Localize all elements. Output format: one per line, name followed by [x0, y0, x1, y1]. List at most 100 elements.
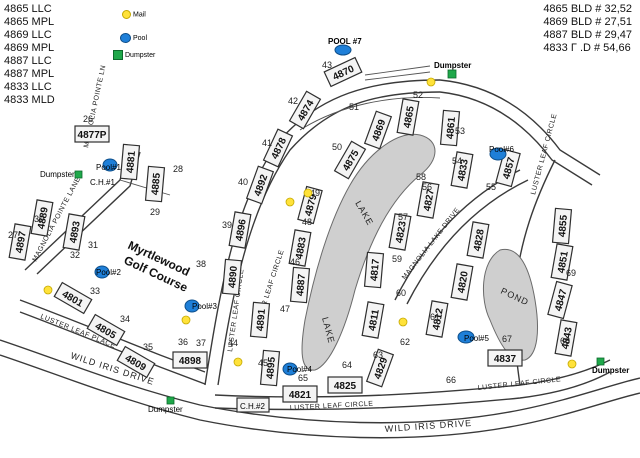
building-outline [439, 109, 461, 147]
building-4895[interactable]: 4895 [259, 349, 281, 387]
mailbox-marker [303, 188, 313, 198]
building-4833[interactable]: 4833 [450, 151, 474, 189]
building-4870[interactable]: 4870 [323, 56, 363, 88]
pool-2[interactable]: Pool#2 [94, 265, 121, 279]
building-4857[interactable]: 4857 [495, 148, 521, 188]
building-outline [74, 125, 110, 143]
building-outline [53, 281, 93, 315]
building-4879[interactable]: 4879 [297, 185, 323, 225]
clubhouse-2-building [236, 397, 270, 413]
building-outline [550, 243, 574, 281]
dumpster-2-label: Dumpster [434, 61, 471, 70]
pool-6[interactable]: Pool#6 [489, 145, 514, 161]
building-outline [262, 128, 294, 168]
building-number: 4890 [227, 265, 240, 289]
lot-number-35: 35 [143, 342, 153, 352]
pool-4-label: Pool#4 [287, 365, 312, 374]
building-4823[interactable]: 4823 [388, 213, 412, 251]
key-dumpster-label: Dumpster [125, 51, 156, 59]
building-4811[interactable]: 4811 [361, 301, 385, 339]
pool-3[interactable]: Pool#3 [184, 299, 217, 313]
building-outline [388, 213, 412, 251]
building-4891[interactable]: 4891 [249, 301, 271, 339]
pool-5[interactable]: Pool#5 [457, 330, 489, 344]
building-4861[interactable]: 4861 [439, 109, 461, 147]
building-outline [363, 251, 385, 289]
building-number: 4896 [234, 218, 249, 242]
building-4877P[interactable]: 4877P [74, 125, 110, 143]
pool-1[interactable]: Pool#1 [96, 158, 121, 172]
buildings: 4870487448784892489648904898489148954821… [8, 56, 578, 403]
lot-number-58: 58 [416, 172, 426, 182]
building-outline [282, 385, 318, 403]
lot-number-34: 34 [120, 314, 130, 324]
building-4843[interactable]: 4843 [554, 319, 578, 357]
building-number: 4885 [150, 172, 163, 196]
building-number: 4865 [402, 105, 417, 129]
building-outline [425, 300, 449, 338]
building-number: 4881 [125, 150, 138, 174]
building-outline [172, 351, 208, 369]
building-4805[interactable]: 4805 [86, 313, 126, 347]
building-4881[interactable]: 4881 [119, 143, 141, 181]
building-4889[interactable]: 4889 [30, 199, 54, 237]
building-4883[interactable]: 4883 [288, 229, 312, 267]
pool-2-label: Pool#2 [96, 268, 121, 277]
building-4828[interactable]: 4828 [466, 221, 490, 259]
legend-left-item: 4833 MLD [4, 94, 55, 106]
building-outline [62, 213, 86, 251]
pool-5-marker[interactable] [457, 330, 475, 344]
building-4885[interactable]: 4885 [144, 165, 166, 203]
pool-4-marker[interactable] [282, 362, 298, 376]
lot-number-33: 33 [90, 286, 100, 296]
pool-1-marker[interactable] [102, 158, 118, 172]
building-4890[interactable]: 4890 [221, 258, 243, 296]
building-4820[interactable]: 4820 [450, 263, 474, 301]
pool-7-marker[interactable] [334, 44, 352, 56]
pool-3-marker[interactable] [184, 299, 200, 313]
legend-right-item: 4869 BLD # 27,51 [543, 16, 632, 28]
building-4855[interactable]: 4855 [551, 207, 573, 245]
lot-number-64: 64 [342, 360, 352, 370]
building-4851[interactable]: 4851 [550, 243, 574, 281]
building-4817[interactable]: 4817 [363, 251, 385, 289]
pool-6-marker[interactable] [489, 147, 507, 161]
pool-7[interactable]: POOL #7 [328, 37, 362, 56]
lot-number-36: 36 [178, 337, 188, 347]
lot-number-49: 49 [310, 188, 320, 198]
building-4865[interactable]: 4865 [396, 98, 420, 136]
building-4878[interactable]: 4878 [262, 128, 294, 168]
building-4847[interactable]: 4847 [547, 280, 573, 320]
building-4893[interactable]: 4893 [62, 213, 86, 251]
building-4829[interactable]: 4829 [365, 348, 395, 388]
building-4887[interactable]: 4887 [289, 266, 311, 304]
building-outline [245, 165, 275, 205]
legend-left-item: 4887 LLC [4, 55, 52, 67]
building-outline [116, 345, 156, 379]
building-4869[interactable]: 4869 [363, 110, 393, 150]
building-4821[interactable]: 4821 [282, 385, 318, 403]
pool-4[interactable]: Pool#4 [282, 362, 312, 376]
pool-7-label: POOL #7 [328, 37, 362, 46]
building-4897[interactable]: 4897 [8, 223, 32, 261]
key-dumpster: Dumpster [113, 50, 155, 60]
building-4801[interactable]: 4801 [53, 281, 93, 315]
building-4892[interactable]: 4892 [245, 165, 275, 205]
lot-number-68: 68 [560, 336, 570, 346]
building-4898[interactable]: 4898 [172, 351, 208, 369]
clubhouse-2: C.H.#2 [236, 397, 270, 413]
building-4837[interactable]: 4837 [487, 349, 523, 367]
building-number: 4833 [456, 158, 471, 182]
building-number: 4811 [367, 308, 382, 332]
lot-number-52: 52 [413, 90, 423, 100]
dumpster-4: Dumpster [592, 357, 629, 375]
key-pool: Pool [120, 33, 147, 43]
lot-number-28: 28 [173, 164, 183, 174]
building-number: 4893 [68, 220, 83, 244]
building-4827[interactable]: 4827 [416, 181, 440, 219]
building-4812[interactable]: 4812 [425, 300, 449, 338]
building-4825[interactable]: 4825 [327, 376, 363, 394]
building-4896[interactable]: 4896 [228, 211, 252, 249]
pool-2-marker[interactable] [94, 265, 110, 279]
